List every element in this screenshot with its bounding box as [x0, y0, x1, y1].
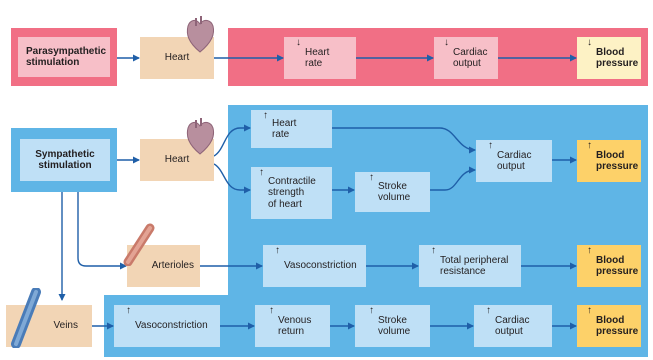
vein-icon: [11, 288, 41, 348]
arrow-symp-heart-rate: [213, 124, 251, 157]
symp-blood-pressure-box: ↑ Blood pressure: [577, 140, 641, 182]
para-heart-rate-label: Heart rate: [305, 46, 330, 70]
arterioles-blood-pressure-label: Blood pressure: [596, 254, 639, 278]
heart-icon: [186, 16, 215, 53]
increase-arrow-symbol: ↑: [587, 140, 592, 151]
decrease-arrow-symbol: ↓: [587, 37, 592, 48]
parasympathetic-stimulation-box: Parasympathetic stimulation: [18, 37, 110, 77]
decrease-arrow-symbol: ↓: [444, 37, 449, 48]
sympathetic-stimulation-label: Sympathetic stimulation: [35, 148, 95, 172]
symp-stroke-volume-box: ↑ Stroke volume: [355, 172, 430, 212]
para-cardiac-output-label: Cardiac output: [453, 46, 488, 70]
total-peripheral-resistance-label: Total peripheral resistance: [440, 254, 509, 278]
increase-arrow-symbol: ↑: [126, 305, 131, 316]
sympathetic-stimulation-box: Sympathetic stimulation: [20, 139, 110, 181]
arteriole-icon: [123, 223, 155, 266]
veins-label: Veins: [53, 320, 78, 332]
arterioles-blood-pressure-box: ↑ Blood pressure: [577, 245, 641, 287]
symp-cardiac-output-box: ↑ Cardiac output: [476, 140, 552, 182]
increase-arrow-symbol: ↑: [369, 172, 374, 183]
venous-return-label: Venous return: [278, 314, 312, 338]
veins-vasoconstriction-label: Vasoconstriction: [135, 320, 208, 332]
symp-heart-rate-box: ↑ Heart rate: [251, 110, 332, 148]
increase-arrow-symbol: ↑: [488, 140, 493, 151]
veins-blood-pressure-label: Blood pressure: [596, 314, 639, 338]
veins-vasoconstriction-box: ↑ Vasoconstriction: [114, 305, 220, 347]
para-heart-label: Heart: [164, 52, 190, 64]
increase-arrow-symbol: ↑: [369, 305, 374, 316]
venous-return-box: ↑ Venous return: [255, 305, 330, 347]
veins-blood-pressure-box: ↑ Blood pressure: [577, 305, 641, 347]
symp-heart-label: Heart: [164, 154, 190, 166]
parasympathetic-stimulation-label: Parasympathetic stimulation: [26, 45, 107, 69]
veins-stroke-volume-label: Stroke volume: [378, 314, 411, 338]
symp-blood-pressure-label: Blood pressure: [596, 149, 639, 173]
arrow-symp-stroke-output: [430, 166, 476, 191]
symp-heart-rate-label: Heart rate: [272, 117, 297, 141]
increase-arrow-symbol: ↑: [587, 305, 592, 316]
increase-arrow-symbol: ↑: [263, 110, 268, 121]
para-heart-rate-box: ↓ Heart rate: [284, 37, 356, 79]
arterioles-vasoconstriction-box: ↑ Vasoconstriction: [263, 245, 366, 287]
symp-cardiac-output-label: Cardiac output: [497, 149, 532, 173]
arterioles-label: Arterioles: [151, 260, 194, 272]
para-blood-pressure-label: Blood pressure: [596, 46, 639, 70]
symp-contractile-strength-box: ↑ Contractile strength of heart: [251, 167, 332, 219]
symp-stroke-volume-label: Stroke volume: [378, 180, 411, 204]
para-blood-pressure-box: ↓ Blood pressure: [577, 37, 641, 79]
total-peripheral-resistance-box: ↑ Total peripheral resistance: [419, 245, 521, 287]
decrease-arrow-symbol: ↓: [296, 37, 301, 48]
symp-contractile-strength-label: Contractile strength of heart: [268, 175, 316, 210]
arrow-symp-heart-contractile: [213, 163, 251, 194]
para-cardiac-output-box: ↓ Cardiac output: [434, 37, 498, 79]
increase-arrow-symbol: ↑: [275, 245, 280, 256]
increase-arrow-symbol: ↑: [486, 305, 491, 316]
veins-stroke-volume-box: ↑ Stroke volume: [355, 305, 430, 347]
increase-arrow-symbol: ↑: [259, 167, 264, 178]
increase-arrow-symbol: ↑: [431, 245, 436, 256]
arterioles-vasoconstriction-label: Vasoconstriction: [284, 260, 357, 272]
arrow-symp-rate-output: [332, 127, 476, 154]
arrow-symp-to-arterioles: [77, 192, 127, 270]
heart-icon: [186, 118, 215, 155]
veins-cardiac-output-box: ↑ Cardiac output: [474, 305, 552, 347]
veins-cardiac-output-label: Cardiac output: [495, 314, 530, 338]
increase-arrow-symbol: ↑: [269, 305, 274, 316]
increase-arrow-symbol: ↑: [587, 245, 592, 256]
